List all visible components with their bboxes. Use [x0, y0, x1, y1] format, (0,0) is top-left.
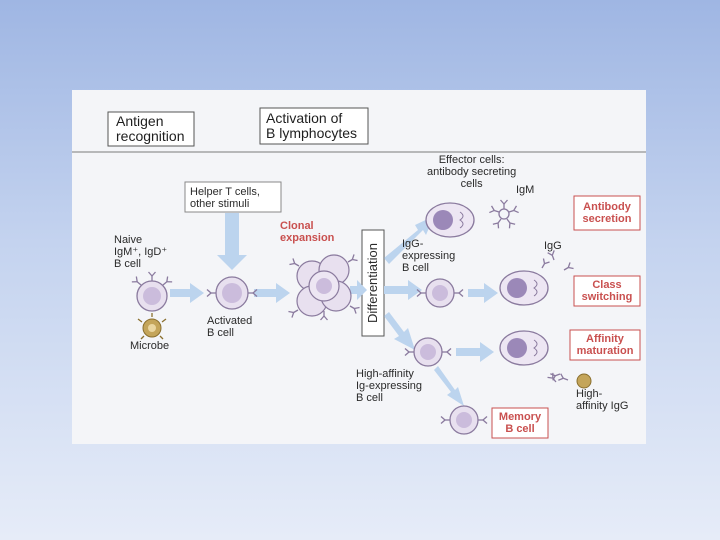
- activation-label: Activation of B lymphocytes: [266, 110, 358, 141]
- antibody-secretion-box: [573, 195, 641, 231]
- naive-b-cell: [131, 271, 173, 312]
- igm-pentamer: [488, 199, 520, 229]
- affinity-maturation-label: Affinity maturation: [576, 333, 634, 357]
- affinity-maturation-box: [569, 329, 641, 361]
- helper-t-box: [184, 181, 282, 213]
- helper-t-label: Helper T cells, other stimuli: [190, 186, 260, 210]
- slide-panel: Antigen recognition Activation of B lymp…: [72, 90, 646, 444]
- activation-box: [259, 107, 369, 145]
- arrow-to-effector: [384, 216, 434, 264]
- igm-label: IgM: [516, 184, 535, 196]
- activated-b-cell-label: Activated B cell: [207, 315, 253, 339]
- arrow-to-igg-expressing: [384, 280, 422, 300]
- class-switching-plasma-cell: [499, 270, 549, 306]
- activated-b-cell: [206, 276, 258, 310]
- arrow-activated-to-clonal: [254, 283, 290, 303]
- high-affinity-cell-label: High-affinity Ig-expressing B cell: [356, 368, 423, 404]
- differentiation-label: Differentiation: [365, 243, 380, 323]
- antigen-recognition-label: Antigen recognition: [116, 113, 185, 144]
- naive-b-cell-label: Naive IgM⁺, IgD⁺ B cell: [114, 234, 168, 270]
- class-switching-label: Class switching: [581, 279, 633, 303]
- class-switching-box: [573, 275, 641, 307]
- igg-label: IgG: [544, 240, 562, 252]
- arrow-helper-down: [217, 213, 247, 270]
- effector-cells-label: Effector cells: antibody secreting cells: [427, 154, 517, 190]
- clonal-expansion-label: Clonal expansion: [280, 220, 335, 244]
- clonal-expansion-cluster: [287, 253, 361, 321]
- effector-plasma-cell: [425, 202, 475, 238]
- affinity-maturation-plasma-cell: [499, 330, 549, 366]
- igg-expressing-b-cell: [416, 278, 464, 308]
- arrow-clonal-to-differentiation: [350, 280, 367, 300]
- igg-antibodies: [538, 249, 575, 274]
- high-affinity-igg: [546, 370, 592, 389]
- antigen-recognition-box: [107, 111, 195, 147]
- arrow-to-high-affinity: [384, 312, 415, 350]
- antibody-secretion-label: Antibody secretion: [582, 201, 632, 225]
- memory-b-cell-box: [491, 407, 549, 439]
- flow-arrows: [170, 213, 498, 406]
- arrow-naive-to-activated: [170, 283, 204, 303]
- high-affinity-b-cell: [404, 337, 452, 367]
- igg-expressing-label: IgG- expressing B cell: [402, 238, 456, 274]
- arrow-to-affinity-maturation: [456, 342, 494, 362]
- arrow-to-memory: [434, 366, 464, 406]
- differentiation-bar: [361, 229, 385, 337]
- microbe-label: Microbe: [130, 340, 170, 352]
- microbe: [137, 313, 167, 340]
- high-affinity-igg-label: High- affinity IgG: [576, 388, 629, 412]
- memory-b-cell-label: Memory B cell: [498, 411, 542, 435]
- arrow-to-class-switching: [468, 283, 498, 303]
- memory-b-cell: [440, 405, 488, 435]
- b-cell-activation-diagram: [72, 107, 646, 439]
